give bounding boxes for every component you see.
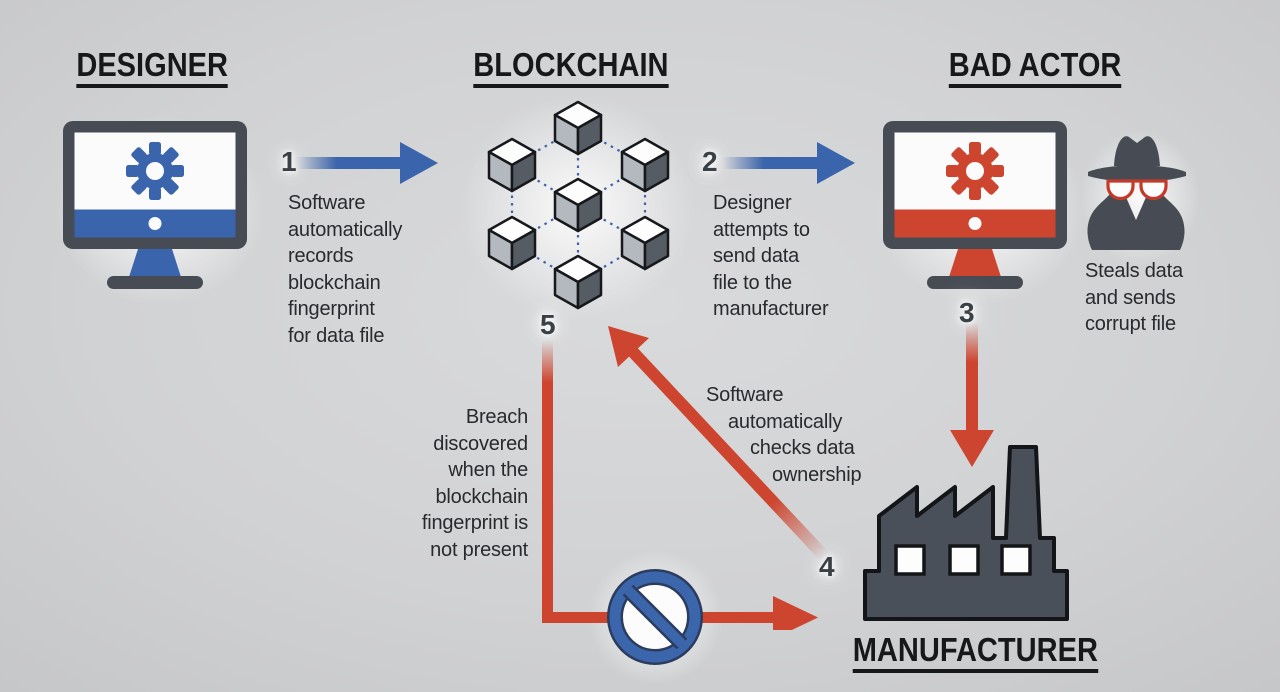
designer-title: DESIGNER (40, 48, 265, 88)
blockchain-title: BLOCKCHAIN (450, 48, 692, 88)
spy-glasses-icon (1106, 179, 1168, 201)
gear-icon (126, 142, 184, 200)
cube-icon (487, 137, 537, 193)
arrow-step3 (950, 322, 994, 467)
step-number-3: 3 (959, 297, 975, 328)
step2-description: Designer attempts to send data file to t… (713, 192, 829, 320)
arrow-step2 (722, 142, 855, 184)
cube-icon (553, 100, 603, 156)
bad-actor-computer-icon (883, 121, 1067, 289)
step4-description: Software automatically checks data owner… (706, 384, 862, 486)
prohibition-icon (607, 569, 703, 665)
step-number-4: 4 (819, 551, 835, 582)
spy-icon (1087, 136, 1186, 250)
factory-icon (863, 445, 1069, 621)
gear-icon (946, 142, 1004, 200)
step-number-1: 1 (281, 146, 297, 177)
cube-icon (487, 215, 537, 271)
step1-description: Software automatically records blockchai… (288, 192, 403, 347)
bad-actor-title: BAD ACTOR (920, 48, 1150, 88)
designer-computer-icon (63, 121, 247, 289)
step-number-5: 5 (540, 309, 556, 340)
cube-icon (620, 137, 670, 193)
blockchain-network-icon (487, 100, 670, 310)
arrow-step1 (295, 142, 438, 184)
cube-icon (553, 254, 603, 310)
step5-description: Breach discovered when the blockchain fi… (421, 406, 528, 561)
cube-icon (553, 177, 603, 233)
step-number-2: 2 (702, 146, 718, 177)
manufacturer-title: MANUFACTURER (845, 633, 1105, 673)
cube-icon (620, 215, 670, 271)
bad-actor-caption: Steals data and sends corrupt file (1085, 260, 1183, 335)
arrow-step4 (608, 326, 830, 562)
